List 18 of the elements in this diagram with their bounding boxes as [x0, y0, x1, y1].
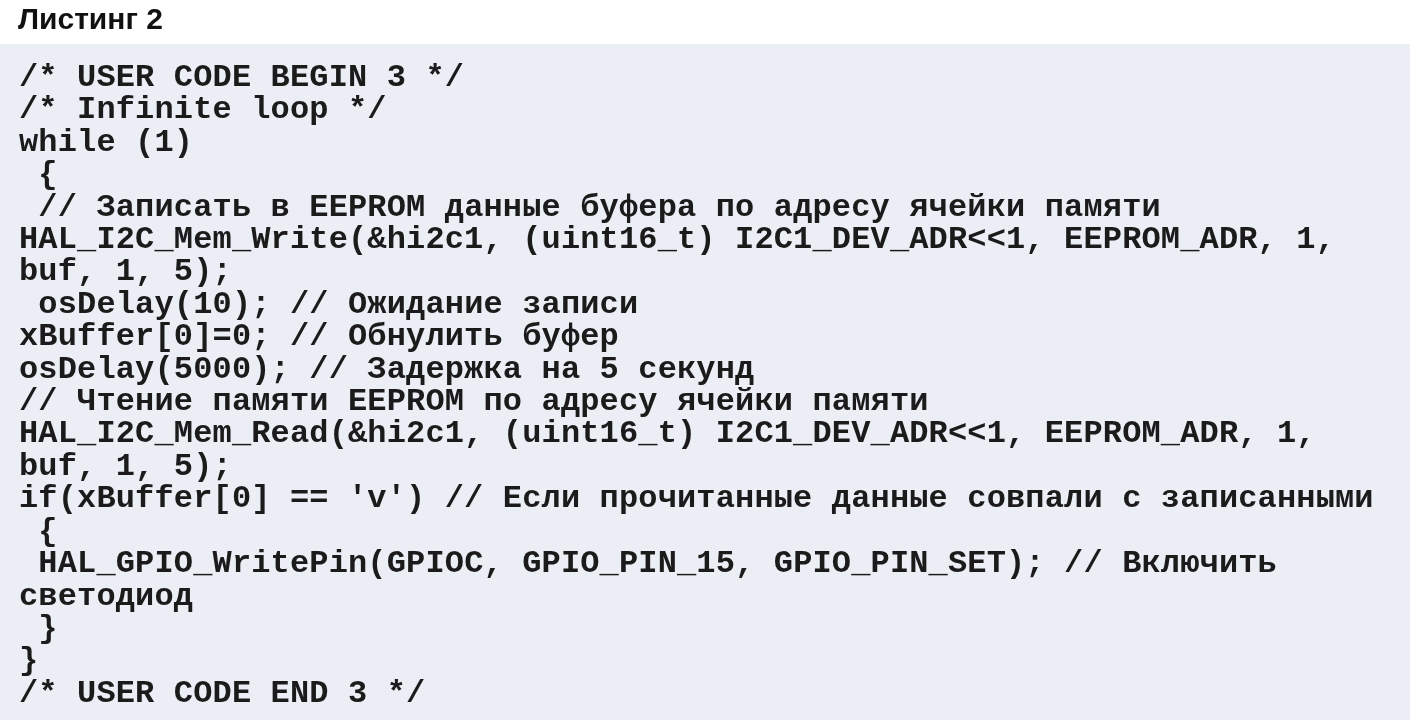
code-line: if(xBuffer[0] == 'v') // Если прочитанные данные совпали с записанными — [19, 483, 1374, 516]
code-line: /* USER CODE BEGIN 3 */ — [19, 62, 465, 95]
code-line: HAL_GPIO_WritePin(GPIOC, GPIO_PIN_15, GPIO_PIN_SET); // Включить светодиод — [19, 548, 1278, 613]
code-line: /* USER CODE END 3 */ — [19, 677, 426, 711]
code-line: osDelay(10); // Ожидание записи — [38, 288, 639, 322]
code-line: osDelay(5000); // Задержка на 5 секунд — [19, 353, 755, 387]
code-line: HAL_I2C_Mem_Write(&hi2c1, (uint16_t) I2C1_DEV_ADR<<1, EEPROM_ADR, 1, buf, 1, 5); — [19, 224, 1336, 289]
code-line: { — [38, 515, 58, 549]
code-line: /* Infinite loop */ — [19, 94, 387, 127]
code-line: } — [19, 645, 39, 678]
code-line: } — [38, 612, 58, 646]
code-line: HAL_I2C_Mem_Read(&hi2c1, (uint16_t) I2C1_DEV_ADR<<1, EEPROM_ADR, 1, buf, 1, 5); — [19, 418, 1317, 484]
code-line: xBuffer[0]=0; // Обнулить буфер — [19, 321, 619, 354]
listing-title: Листинг 2 — [18, 2, 163, 36]
code-line: { — [37, 159, 58, 192]
code-line: // Записать в EEPROM данные буфера по адресу ячейки памяти — [38, 191, 1161, 225]
code-line: // Чтение памяти EEPROM по адресу ячейки памяти — [19, 386, 929, 419]
code-line: while (1) — [19, 126, 194, 160]
